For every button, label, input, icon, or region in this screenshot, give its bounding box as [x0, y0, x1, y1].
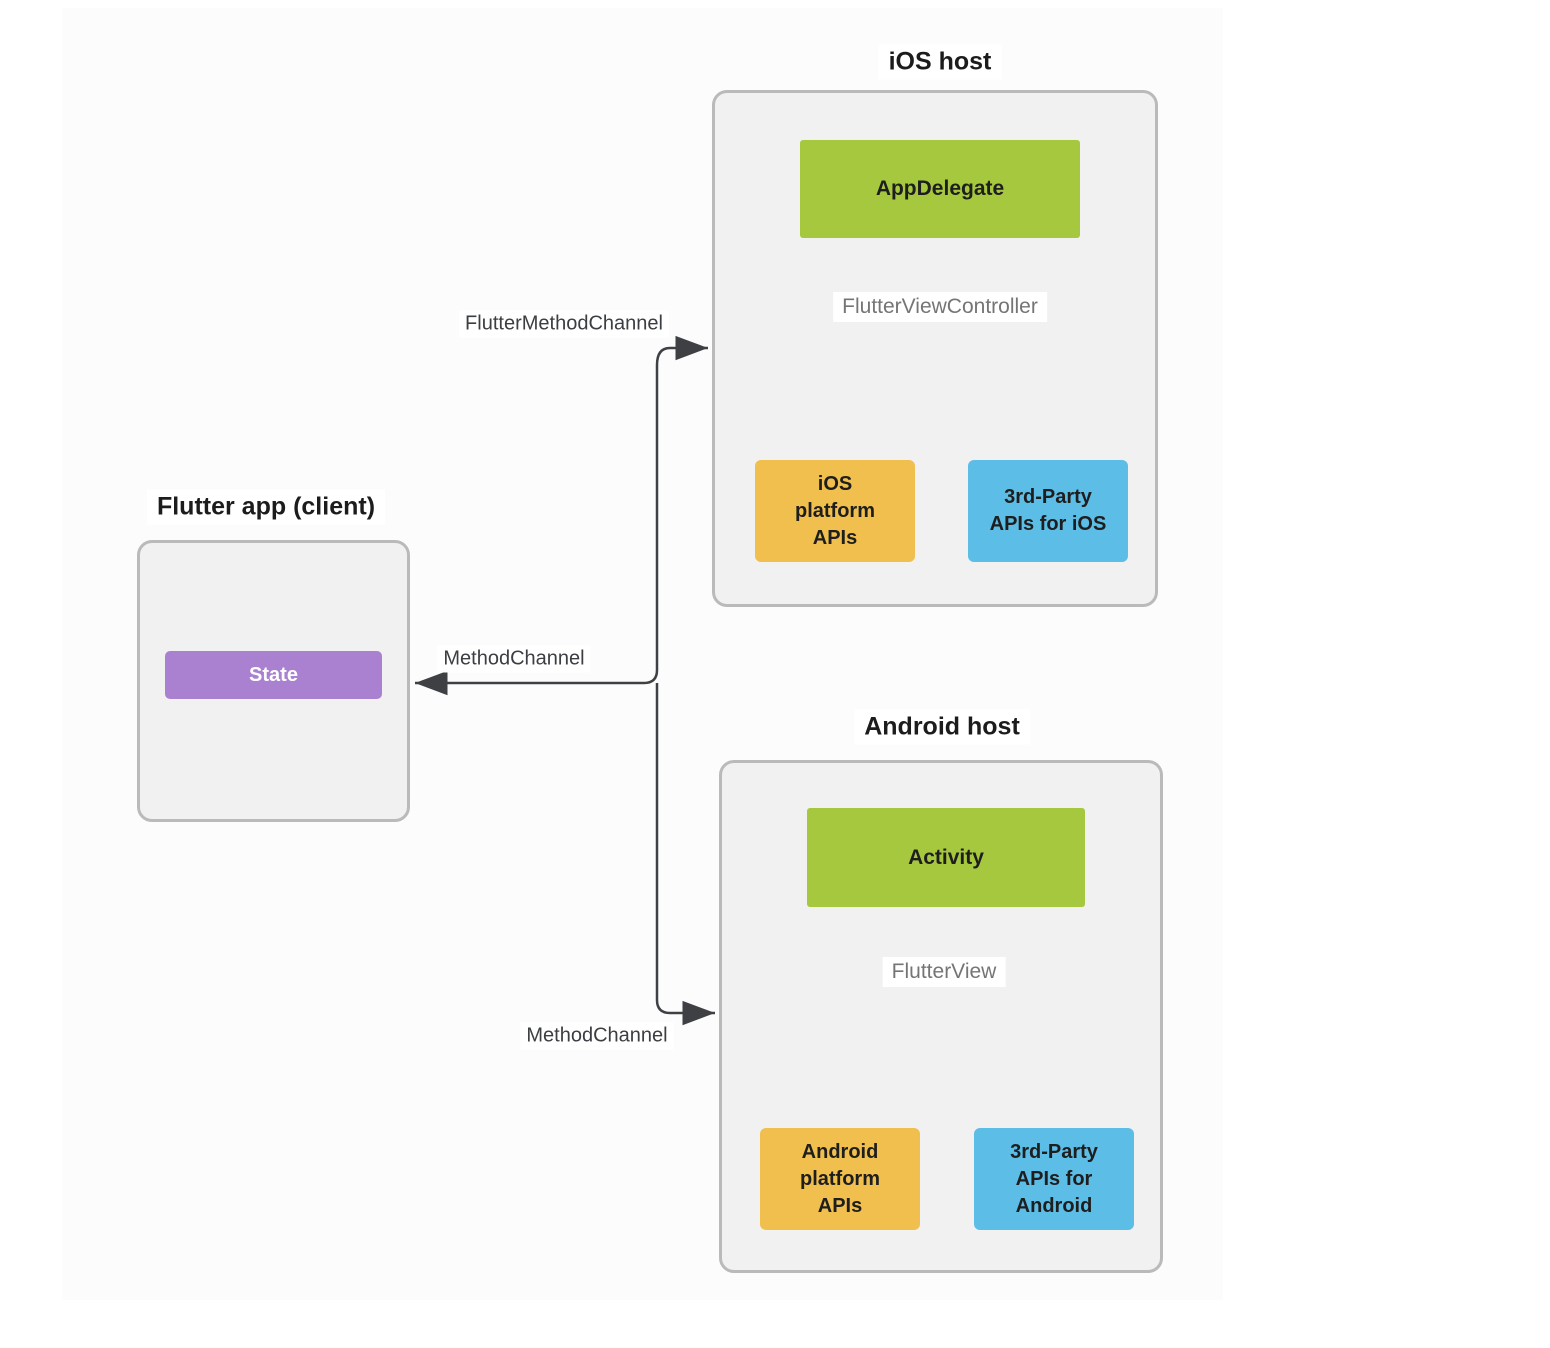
method-channel-flutter-label: MethodChannel	[437, 645, 591, 673]
flutter-app-title: Flutter app (client)	[146, 489, 386, 525]
activity-node: Activity	[807, 808, 1085, 907]
flutterview-label: FlutterView	[882, 957, 1006, 987]
method-channel-android-label: MethodChannel	[520, 1022, 674, 1050]
android-host-title: Android host	[854, 709, 1030, 745]
android-platform-apis-node: Android platform APIs	[760, 1128, 920, 1230]
appdelegate-node: AppDelegate	[800, 140, 1080, 238]
flutterviewcontroller-label: FlutterViewController	[833, 292, 1047, 322]
ios-thirdparty-apis-node: 3rd-Party APIs for iOS	[968, 460, 1128, 562]
ios-host-title: iOS host	[878, 44, 1002, 80]
ios-platform-apis-node: iOS platform APIs	[755, 460, 915, 562]
state-node: State	[165, 651, 382, 699]
android-thirdparty-apis-node: 3rd-Party APIs for Android	[974, 1128, 1134, 1230]
flutter-method-channel-label: FlutterMethodChannel	[459, 310, 669, 338]
